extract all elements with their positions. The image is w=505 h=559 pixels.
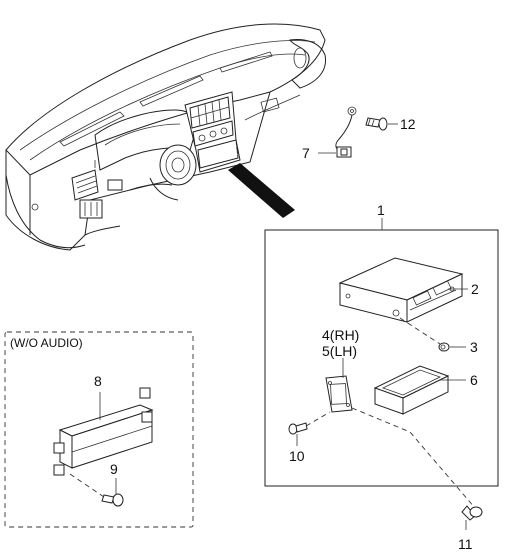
wo-audio-box <box>4 331 194 528</box>
left-air-vent <box>71 169 99 201</box>
head-unit-part <box>338 257 464 323</box>
callout-7: 7 <box>302 145 310 161</box>
screw-part-9 <box>101 493 124 507</box>
location-arrow <box>228 163 295 218</box>
screw-part-12 <box>365 117 388 131</box>
audio-assembly-box <box>264 229 499 487</box>
callout-11: 11 <box>458 536 473 552</box>
blank-cover-part <box>53 387 154 476</box>
mounting-bracket-part <box>325 375 353 413</box>
screw-part-11 <box>461 505 483 521</box>
screw-part-10 <box>288 422 308 435</box>
antenna-connector-part <box>335 106 357 158</box>
callout-6: 6 <box>470 372 478 388</box>
storage-pocket-part <box>373 365 450 415</box>
callout-12: 12 <box>400 116 416 132</box>
wo-audio-label: (W/O AUDIO) <box>10 336 83 350</box>
callout-4: 4(RH) <box>322 327 359 343</box>
callout-5: 5(LH) <box>322 343 357 359</box>
steering-hub <box>129 144 197 201</box>
callout-8: 8 <box>94 373 102 389</box>
callout-9: 9 <box>110 461 118 477</box>
callout-10: 10 <box>289 448 305 464</box>
callout-2: 2 <box>471 281 479 297</box>
callout-3: 3 <box>470 339 478 355</box>
dashboard-illustration <box>5 23 327 251</box>
callout-1: 1 <box>377 202 385 218</box>
center-stack <box>184 91 241 173</box>
knob-part <box>438 342 450 352</box>
